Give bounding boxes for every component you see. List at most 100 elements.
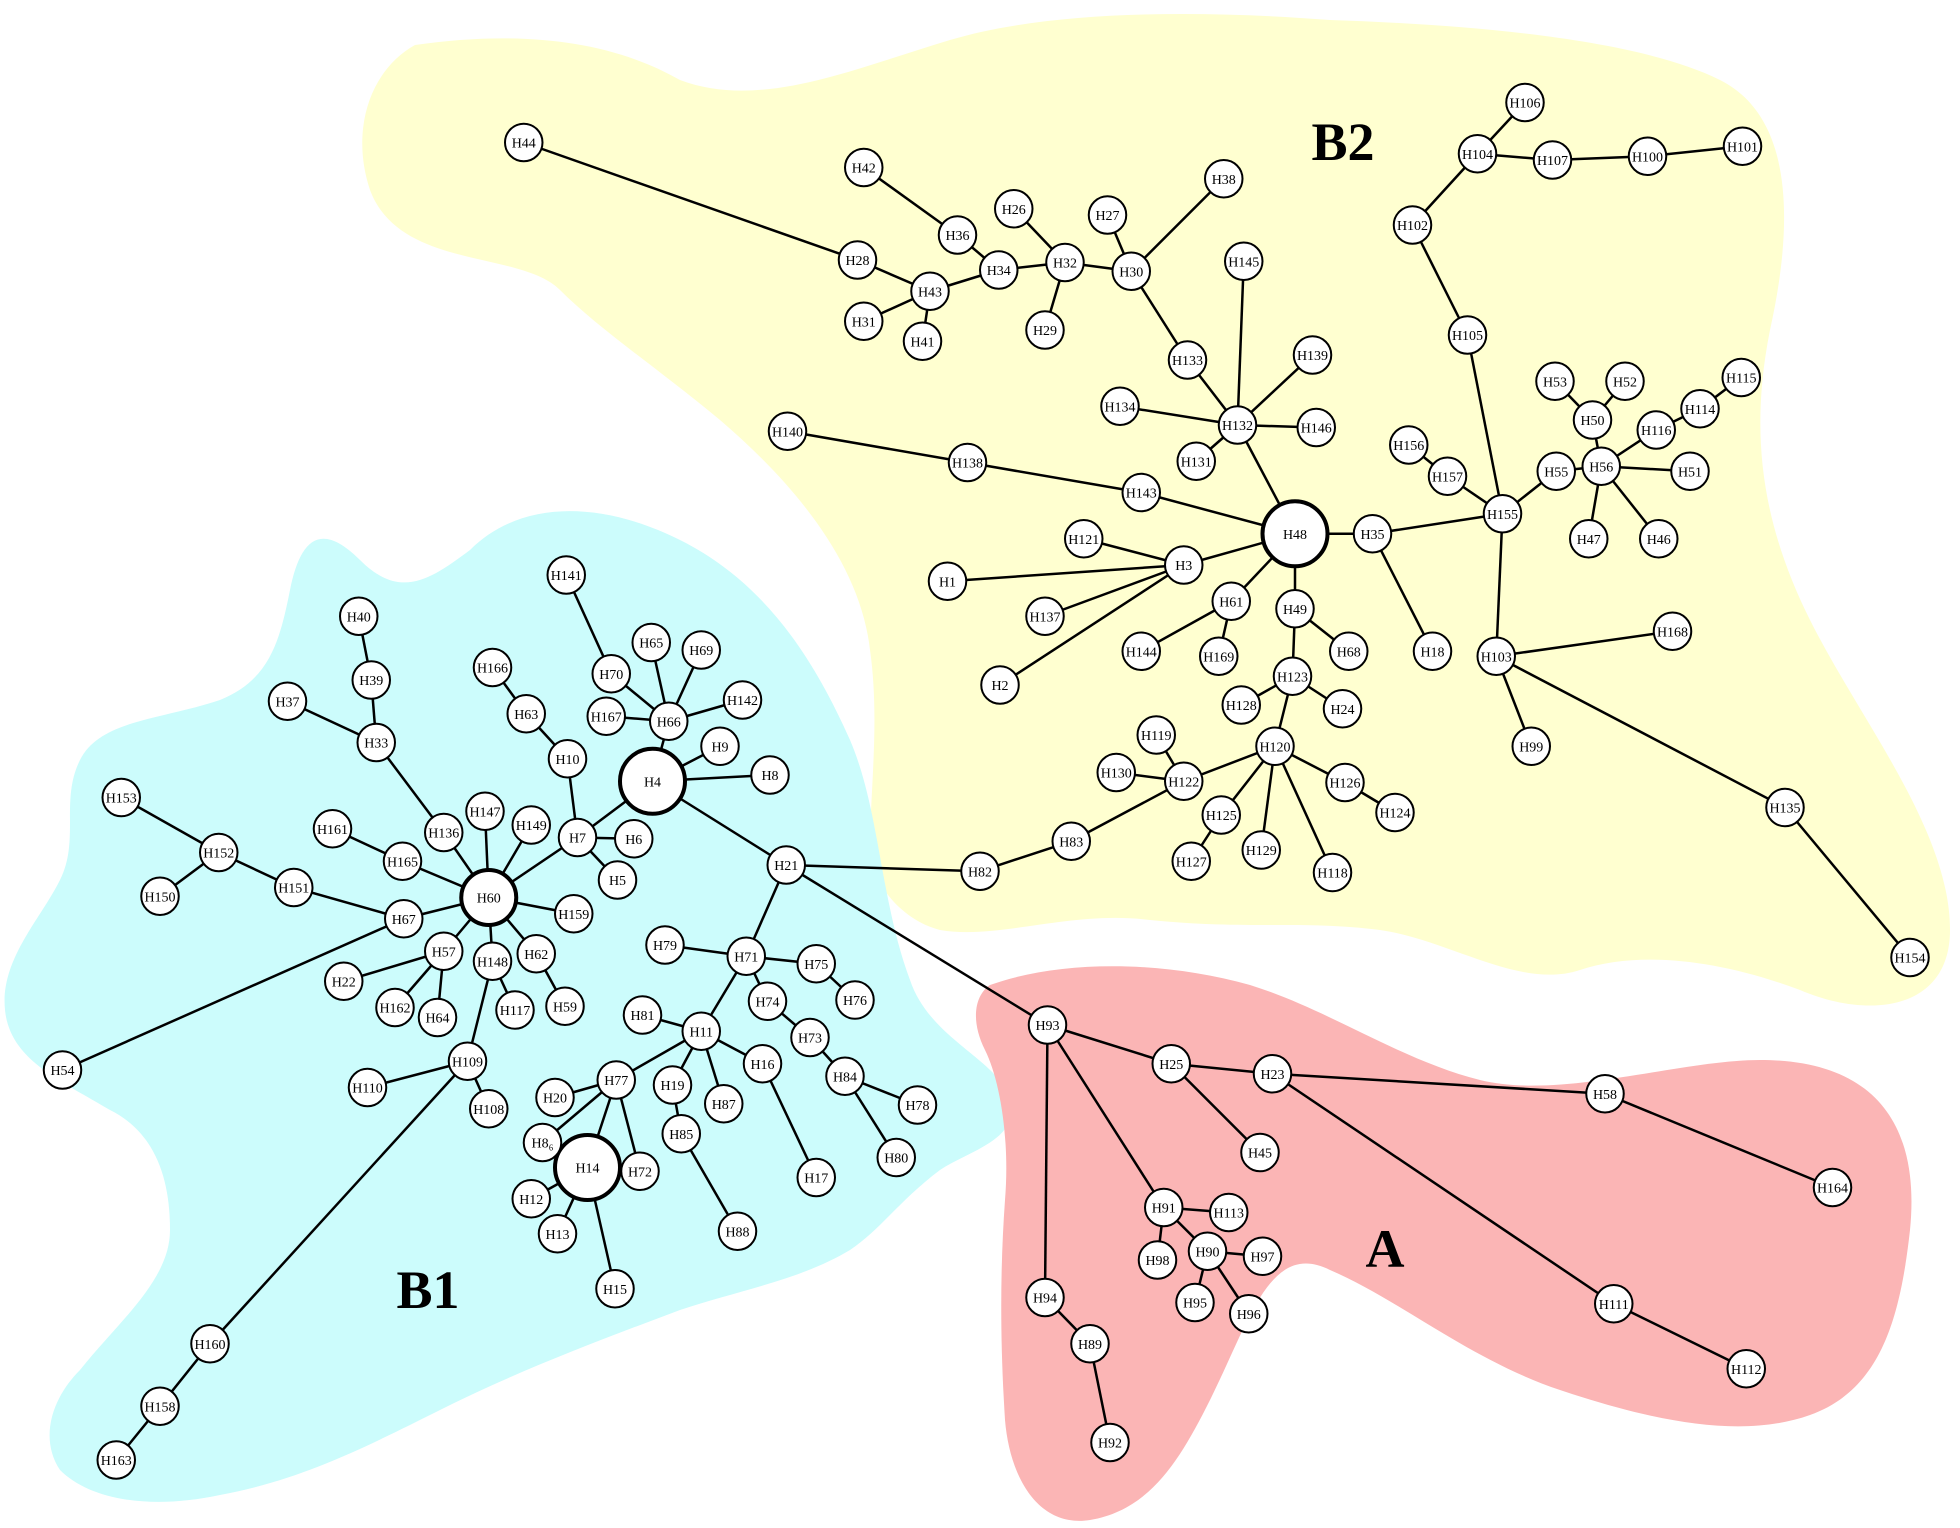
node-h76: H76 xyxy=(835,980,875,1020)
node-label: H78 xyxy=(905,1099,929,1114)
cluster-regions xyxy=(4,14,1950,1521)
node-label: H101 xyxy=(1727,140,1758,155)
node-h106: H106 xyxy=(1505,82,1545,123)
node-h4: H4 xyxy=(618,746,687,816)
node-h129: H129 xyxy=(1241,830,1281,870)
node-label: H83 xyxy=(1059,835,1083,850)
node-h27: H27 xyxy=(1087,195,1128,235)
node-label: H56 xyxy=(1589,460,1613,475)
node-circle xyxy=(469,1089,509,1129)
node-label: H20 xyxy=(543,1092,567,1107)
cluster-labels: B2 B1 A xyxy=(396,112,1404,1320)
edge-h103-h135 xyxy=(1495,655,1786,809)
node-circle xyxy=(596,1060,636,1100)
node-circle xyxy=(1585,1074,1625,1114)
node-h93: H93 xyxy=(1027,1005,1068,1045)
node-label: H92 xyxy=(1098,1437,1122,1452)
node-label: H54 xyxy=(50,1064,74,1079)
node-h95: H95 xyxy=(1175,1282,1215,1323)
node-circle xyxy=(700,726,740,766)
node-circle xyxy=(1272,656,1313,696)
node-label: H4 xyxy=(644,775,661,790)
node-h141: H141 xyxy=(546,555,586,595)
node-h23: H23 xyxy=(1252,1054,1293,1094)
node-label: H104 xyxy=(1462,148,1493,163)
node-label: H88 xyxy=(725,1225,749,1240)
node-h169: H169 xyxy=(1199,636,1239,676)
node-h54: H54 xyxy=(42,1050,83,1090)
node-h80: H80 xyxy=(876,1137,916,1178)
node-h119: H119 xyxy=(1136,715,1176,755)
node-label: H131 xyxy=(1181,455,1212,470)
node-h146: H146 xyxy=(1296,407,1336,448)
node-label: H11 xyxy=(689,1025,713,1040)
node-h9: H9 xyxy=(700,726,740,766)
node-h52: H52 xyxy=(1605,361,1645,401)
node-h26: H26 xyxy=(994,189,1034,229)
node-h49: H49 xyxy=(1275,589,1315,629)
node-circle xyxy=(557,817,598,858)
node-label: H119 xyxy=(1141,729,1172,744)
node-h128: H128 xyxy=(1221,685,1261,725)
node-label: H80 xyxy=(884,1152,908,1167)
node-circle xyxy=(649,701,689,741)
edge-h35-h18 xyxy=(1371,533,1434,652)
node-h159: H159 xyxy=(554,894,594,934)
node-circle xyxy=(1275,589,1315,629)
node-circle xyxy=(1025,1277,1065,1318)
node-h11: H11 xyxy=(681,1011,721,1051)
node-label: H132 xyxy=(1222,419,1253,434)
node-label: H163 xyxy=(101,1454,132,1469)
node-label: H63 xyxy=(514,708,538,723)
node-label: H35 xyxy=(1360,528,1384,543)
node-h21: H21 xyxy=(766,845,806,885)
node-h164: H164 xyxy=(1812,1167,1853,1208)
node-label: H145 xyxy=(1228,255,1259,270)
node-label: H127 xyxy=(1176,855,1207,870)
node-h120: H120 xyxy=(1255,726,1295,766)
node-label: H31 xyxy=(852,315,876,330)
node-h40: H40 xyxy=(339,596,379,636)
node-circle xyxy=(742,1044,783,1084)
node-h116: H116 xyxy=(1636,410,1676,450)
node-label: H46 xyxy=(1647,533,1671,548)
node-label: H47 xyxy=(1577,533,1601,548)
node-h81: H81 xyxy=(622,995,663,1035)
node-label: H162 xyxy=(379,1002,410,1017)
node-h65: H65 xyxy=(631,622,671,663)
node-label: H79 xyxy=(653,939,677,954)
node-circle xyxy=(1064,519,1104,559)
node-h16: H16 xyxy=(742,1044,783,1084)
node-circle xyxy=(506,694,546,734)
node-circle xyxy=(618,746,687,816)
node-h156: H156 xyxy=(1389,425,1429,465)
node-h85: H85 xyxy=(661,1114,701,1154)
edge-h155-h105 xyxy=(1466,334,1504,514)
node-label: H60 xyxy=(477,892,501,907)
node-h59: H59 xyxy=(545,986,585,1026)
edge-h82-h21 xyxy=(786,863,981,873)
node-label: H133 xyxy=(1172,354,1203,369)
edge-h105-h102 xyxy=(1411,224,1469,336)
node-circle xyxy=(1209,1192,1249,1233)
node-h153: H153 xyxy=(101,777,141,818)
node-circle xyxy=(1627,136,1668,176)
node-circle xyxy=(1144,1187,1184,1228)
node-circle xyxy=(554,894,594,934)
node-circle xyxy=(1111,251,1151,291)
node-label: H30 xyxy=(1119,265,1143,280)
node-h18: H18 xyxy=(1412,631,1453,671)
node-label: H157 xyxy=(1432,470,1463,485)
node-h3: H3 xyxy=(1164,545,1204,585)
node-h7: H7 xyxy=(557,817,598,858)
node-h92: H92 xyxy=(1090,1422,1130,1463)
node-label: H29 xyxy=(1033,324,1057,339)
node-label: H121 xyxy=(1068,533,1099,548)
node-label: H2 xyxy=(991,679,1008,694)
node-label: H81 xyxy=(630,1009,654,1024)
node-circle xyxy=(1505,82,1545,123)
node-h157: H157 xyxy=(1427,456,1468,496)
node-h6: H6 xyxy=(614,819,654,859)
node-label: H117 xyxy=(500,1004,531,1019)
node-h148: H148 xyxy=(472,941,513,981)
